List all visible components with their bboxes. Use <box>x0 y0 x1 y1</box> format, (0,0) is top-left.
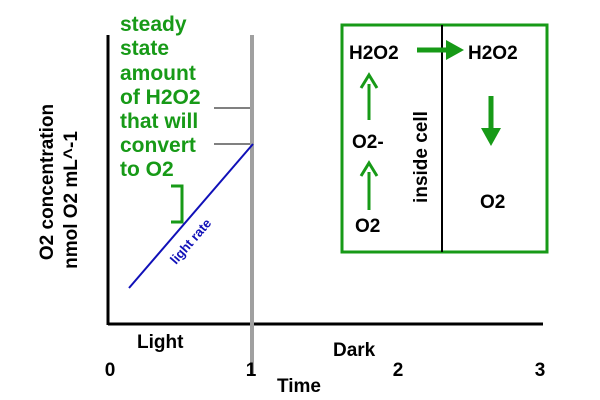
cell-left-h2o2: H2O2 <box>349 43 399 64</box>
region-label-dark: Dark <box>333 340 376 361</box>
annotation-line-6: convert <box>120 134 196 157</box>
cell-left-superoxide: O2- <box>352 132 384 153</box>
x-tick-3: 3 <box>535 360 546 381</box>
x-axis-label: Time <box>277 376 321 397</box>
arrow-o2-to-superoxide <box>359 160 379 210</box>
cell-right-h2o2: H2O2 <box>468 43 518 64</box>
light-rate-line <box>128 143 254 289</box>
annotation-line-3: amount <box>120 62 196 85</box>
annotation-line-7: to O2 <box>120 158 174 181</box>
arrow-superoxide-to-h2o2 <box>359 72 379 120</box>
arrow-h2o2-to-o2 <box>481 96 501 146</box>
y-axis-label-line2: nmol O2 mL^-1 <box>61 131 82 269</box>
annotation-line-4: of H2O2 <box>120 86 201 109</box>
annotation-line-5: that will <box>120 110 198 133</box>
cell-left-o2: O2 <box>355 216 380 237</box>
arrow-h2o2-across-membrane <box>417 40 464 60</box>
cell-right-o2: O2 <box>480 192 505 213</box>
inside-cell-box <box>340 23 549 254</box>
annotation-line-2: state <box>120 37 169 60</box>
x-tick-1: 1 <box>246 360 257 381</box>
steady-state-annotation: steady state amount of H2O2 that will co… <box>120 13 201 181</box>
inside-cell-label: inside cell <box>411 111 432 203</box>
steady-state-bracket <box>171 184 184 224</box>
annotation-line-1: steady <box>120 13 187 36</box>
region-label-light: Light <box>137 332 184 353</box>
x-tick-0: 0 <box>105 360 116 381</box>
x-tick-2: 2 <box>393 360 404 381</box>
y-axis-label-line1: O2 concentration <box>37 104 58 260</box>
